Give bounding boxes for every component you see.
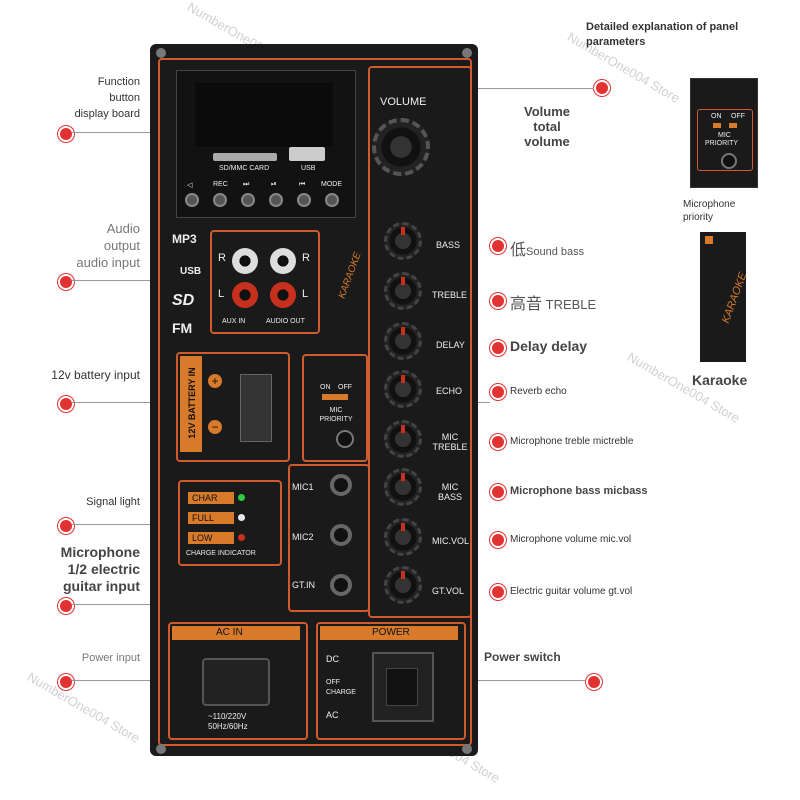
battery-box — [176, 352, 290, 462]
mic-box — [288, 464, 370, 612]
label-mic: Microphone 1/2 electric guitar input — [60, 544, 140, 594]
delay-knob[interactable] — [384, 322, 422, 360]
audio-out-r-jack[interactable] — [270, 248, 296, 274]
mini-karaoke-panel: KARAOKE — [700, 232, 749, 362]
connector-line — [420, 680, 586, 681]
bass-knob[interactable] — [384, 222, 422, 260]
title-dot — [594, 80, 610, 96]
gt-vol-knob[interactable] — [384, 566, 422, 604]
logo-fm: FM — [172, 320, 193, 336]
dot-function-board — [58, 126, 74, 142]
sd-card-slot[interactable] — [213, 153, 277, 161]
led-char — [238, 494, 245, 501]
label-micvol: Microphone volume mic.vol — [510, 534, 632, 545]
label-treble: 高音 TREBLE — [510, 296, 597, 313]
dot-power-input — [58, 674, 74, 690]
button-rec[interactable] — [213, 193, 227, 207]
button-play[interactable] — [269, 193, 283, 207]
logo-mp3: MP3 — [172, 232, 197, 246]
aux-in-l-jack[interactable] — [232, 282, 258, 308]
knob-column — [368, 66, 472, 618]
mic-vol-knob[interactable] — [384, 518, 422, 556]
volume-knob[interactable] — [372, 118, 430, 176]
battery-plus: + — [208, 374, 222, 388]
battery-label-box — [180, 356, 202, 452]
dot-power-switch — [586, 674, 602, 690]
power-box — [316, 622, 466, 740]
label-gtvol: Electric guitar volume gt.vol — [510, 586, 633, 597]
audio-out-l-jack[interactable] — [270, 282, 296, 308]
battery-minus: − — [208, 420, 222, 434]
connector-line — [72, 402, 182, 403]
mic-treble-knob[interactable] — [384, 420, 422, 458]
amplifier-panel: SD/MMC CARD USB ◁ REC ⏭ ⏯ ⏮ MODE VOLUME … — [150, 44, 478, 756]
label-micbass: Microphone bass micbass — [510, 485, 648, 497]
connector-line — [72, 524, 182, 525]
battery-terminal[interactable] — [240, 374, 272, 442]
dot-treble — [490, 293, 506, 309]
dot-gtvol — [490, 584, 506, 600]
label-karaoke: Karaoke — [692, 372, 748, 388]
label-echo: Reverb echo — [510, 386, 567, 397]
echo-knob[interactable] — [384, 370, 422, 408]
label-bass: 低Sound bass — [510, 242, 585, 259]
display-board: SD/MMC CARD USB ◁ REC ⏭ ⏯ ⏮ MODE — [176, 70, 356, 218]
label-power-switch: Power switch — [484, 650, 561, 664]
ac-in-box — [168, 622, 308, 740]
gt-in-jack[interactable] — [330, 574, 352, 596]
treble-knob[interactable] — [384, 272, 422, 310]
dot-delay — [490, 340, 506, 356]
charge-indicator-box — [178, 480, 282, 566]
button-prev[interactable] — [185, 193, 199, 207]
label-function-board: Function button display board — [74, 76, 140, 120]
aux-in-r-jack[interactable] — [232, 248, 258, 274]
mini-mic-priority-panel: ON OFF MIC PRIORITY — [690, 78, 758, 188]
label-battery: 12v battery input — [51, 368, 140, 382]
label-mic-priority: Microphone priority — [683, 199, 736, 223]
mic2-jack[interactable] — [330, 524, 352, 546]
dot-battery — [58, 396, 74, 412]
dot-audio — [58, 274, 74, 290]
dot-micbass — [490, 484, 506, 500]
lcd-screen — [195, 83, 333, 147]
label-delay: Delay delay — [510, 338, 588, 354]
power-rocker[interactable] — [386, 668, 418, 706]
connector-line — [72, 132, 182, 133]
label-power-input: Power input — [81, 652, 140, 664]
label-signal: Signal light — [86, 496, 140, 508]
usb-port[interactable] — [289, 147, 325, 161]
connector-line — [400, 88, 594, 89]
mic-priority-knob[interactable] — [336, 430, 354, 448]
mic-bass-knob[interactable] — [384, 468, 422, 506]
button-mode[interactable] — [325, 193, 339, 207]
label-volume: Volume total volume — [524, 104, 570, 149]
logo-usb: USB — [180, 266, 202, 277]
logo-sd: SD — [172, 292, 195, 309]
led-full — [238, 514, 245, 521]
mic-priority-box — [302, 354, 368, 462]
dot-echo — [490, 384, 506, 400]
button-next[interactable] — [241, 193, 255, 207]
dot-mic — [58, 598, 74, 614]
dot-bass — [490, 238, 506, 254]
dot-signal — [58, 518, 74, 534]
label-audio: Audio output audio input — [76, 221, 140, 270]
aux-box — [210, 230, 320, 334]
label-mictreble: Microphone treble mictreble — [510, 436, 634, 447]
dot-mictreble — [490, 434, 506, 450]
mic1-jack[interactable] — [330, 474, 352, 496]
volume-label: VOLUME — [380, 96, 427, 108]
page-title: Detailed explanation of panel parameters — [586, 21, 739, 48]
connector-line — [72, 680, 192, 681]
button-back[interactable] — [297, 193, 311, 207]
dot-micvol — [490, 532, 506, 548]
ac-socket[interactable] — [202, 658, 270, 706]
mic-priority-switch[interactable] — [322, 394, 348, 400]
led-low — [238, 534, 245, 541]
